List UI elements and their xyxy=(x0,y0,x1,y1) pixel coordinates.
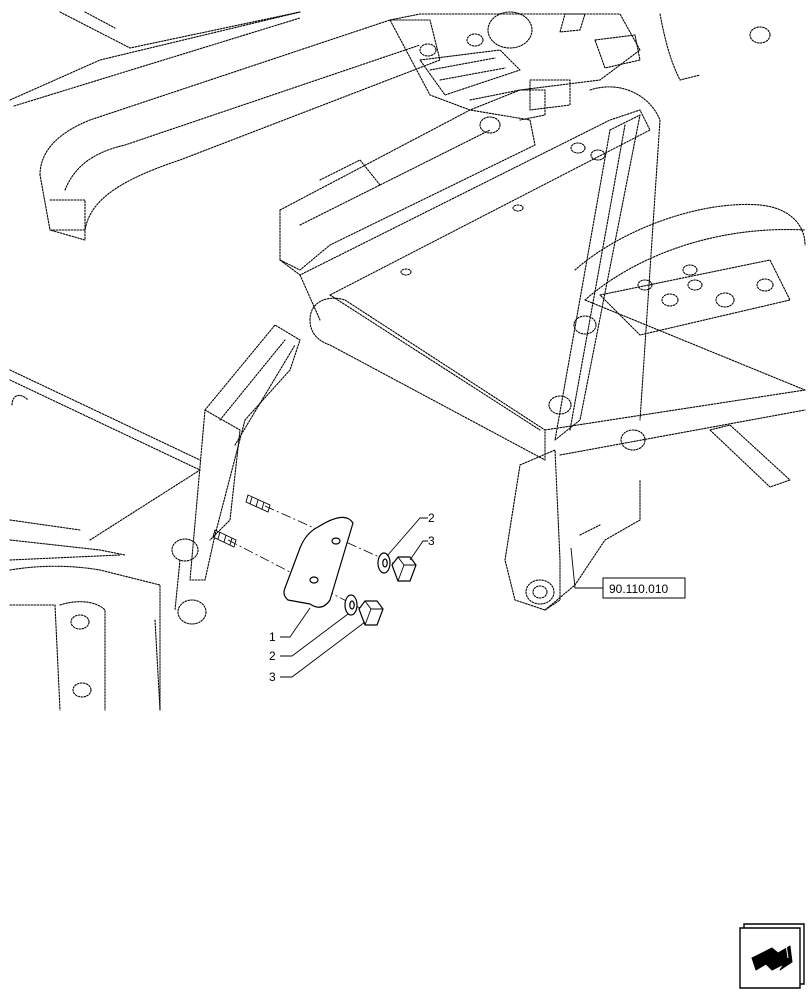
callout-leaders xyxy=(280,517,603,678)
nut-part-3-lower xyxy=(358,600,384,626)
callout-label-2-lower: 2 xyxy=(269,649,276,663)
callout-label-3-lower: 3 xyxy=(269,670,276,684)
callout-label-2-upper: 2 xyxy=(428,511,435,525)
reference-box[interactable] xyxy=(602,577,686,599)
ghost-frame-assembly xyxy=(9,11,806,711)
plate-part-1 xyxy=(283,516,354,608)
washer-part-2-lower xyxy=(344,594,358,616)
nut-part-3-upper xyxy=(391,556,417,582)
reference-label: 90.110.010 xyxy=(609,582,668,596)
washer-part-2-upper xyxy=(377,552,391,574)
reference-link[interactable]: 90.110.010 xyxy=(602,577,686,599)
callout-label-3-upper: 3 xyxy=(428,534,435,548)
bracket-studs xyxy=(212,494,271,548)
callout-label-1: 1 xyxy=(269,630,276,644)
callout-labels: 1 2 3 2 3 xyxy=(269,511,435,684)
next-page-arrow-icon[interactable] xyxy=(739,923,805,989)
